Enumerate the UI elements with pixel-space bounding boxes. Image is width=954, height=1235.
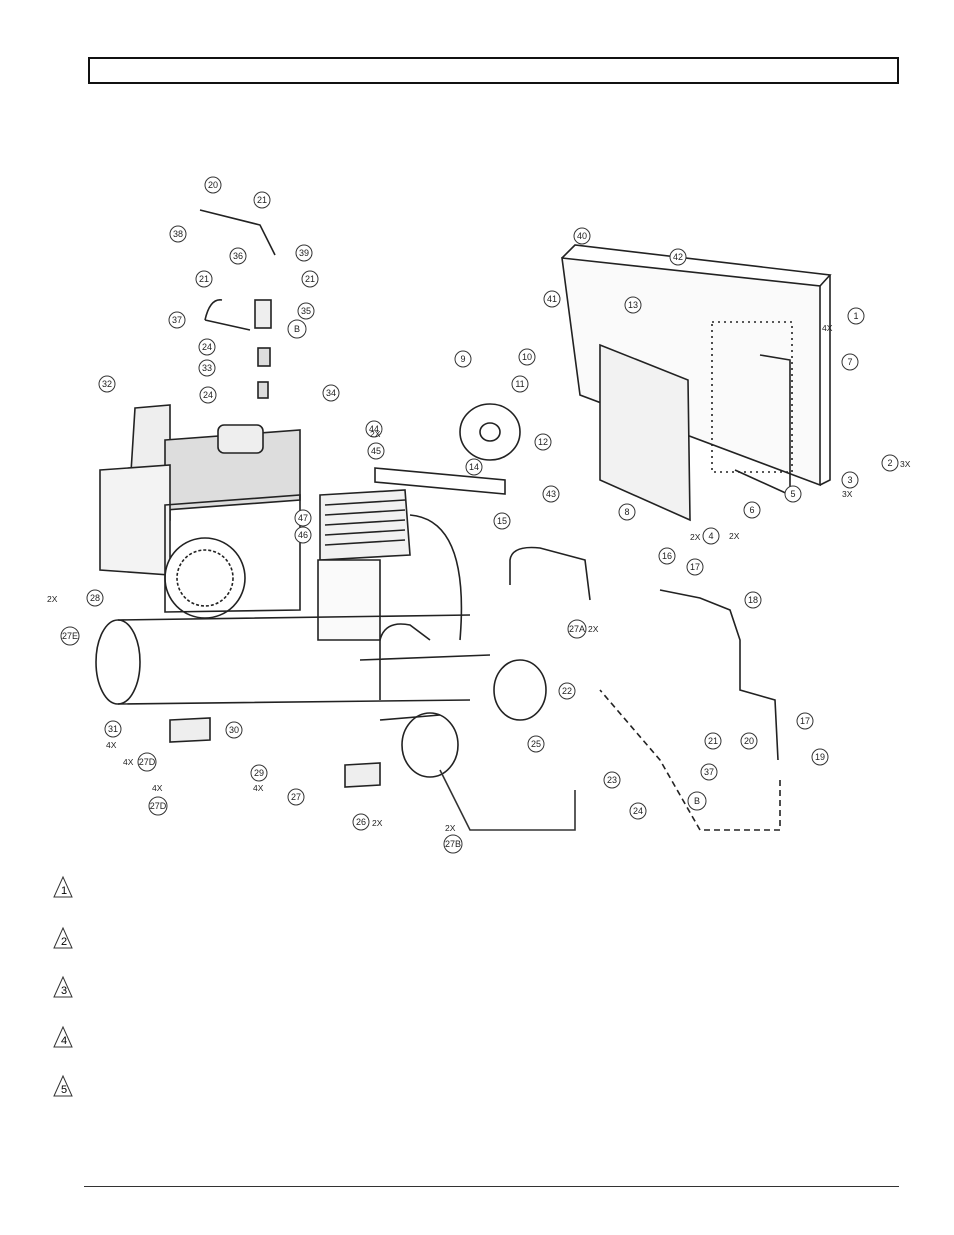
callout-15: 15 bbox=[497, 516, 507, 526]
note-symbol: 1 bbox=[61, 885, 67, 897]
callout-25: 25 bbox=[531, 739, 541, 749]
callout-44: 44 bbox=[369, 424, 379, 434]
callout-36: 36 bbox=[233, 251, 243, 261]
callout-37: 37 bbox=[172, 315, 182, 325]
callout-28: 28 bbox=[90, 593, 100, 603]
callout-32: 32 bbox=[102, 379, 112, 389]
callout-4: 4 bbox=[708, 531, 713, 541]
callout-40: 40 bbox=[577, 231, 587, 241]
qty-31: 4X bbox=[106, 740, 117, 750]
note-symbol: 2 bbox=[61, 936, 67, 948]
callout-13: 13 bbox=[628, 300, 638, 310]
callout-9: 9 bbox=[460, 354, 465, 364]
callout-16: 16 bbox=[662, 551, 672, 561]
note-symbol: 5 bbox=[61, 1084, 67, 1096]
callout-26: 26 bbox=[356, 817, 366, 827]
callout-41: 41 bbox=[547, 294, 557, 304]
callout-24b: 24 bbox=[203, 390, 213, 400]
callout-8: 8 bbox=[624, 507, 629, 517]
callout-7: 7 bbox=[847, 357, 852, 367]
note-row-1: 1 bbox=[50, 875, 80, 901]
callout-3: 3 bbox=[847, 475, 852, 485]
qty-27d: 4X bbox=[123, 757, 134, 767]
callout-14: 14 bbox=[469, 462, 479, 472]
callout-23: 23 bbox=[607, 775, 617, 785]
callout-27a: 27A bbox=[569, 624, 585, 634]
qty-27a: 2X bbox=[588, 624, 599, 634]
callout-39: 39 bbox=[299, 248, 309, 258]
note-symbol: 4 bbox=[61, 1035, 67, 1047]
qty-28: 2X bbox=[47, 594, 58, 604]
qty-27b: 2X bbox=[445, 823, 456, 833]
callout-22: 22 bbox=[562, 686, 572, 696]
callout-38: 38 bbox=[173, 229, 183, 239]
callout-17b: 17 bbox=[800, 716, 810, 726]
callout-21: 21 bbox=[257, 195, 267, 205]
callout-37b: 37 bbox=[704, 767, 714, 777]
callout-47: 47 bbox=[298, 513, 308, 523]
exploded-parts-diagram: 20 21 38 39 36 21 21 35 37 24 33 34 24 3… bbox=[47, 176, 911, 854]
qty-2: 3X bbox=[900, 459, 911, 469]
callout-20b: 20 bbox=[744, 736, 754, 746]
qty-1: 4X bbox=[822, 323, 833, 333]
callout-12: 12 bbox=[538, 437, 548, 447]
callout-27d: 27D bbox=[139, 757, 156, 767]
callout-27e: 27E bbox=[62, 631, 78, 641]
callout-43: 43 bbox=[546, 489, 556, 499]
note-row-2: 2 bbox=[50, 926, 80, 952]
callout-10: 10 bbox=[522, 352, 532, 362]
warning-triangle-icon: 2 bbox=[53, 926, 73, 949]
callout-17: 17 bbox=[690, 562, 700, 572]
callout-27d-b: 27D bbox=[150, 801, 167, 811]
callout-2: 2 bbox=[887, 458, 892, 468]
callout-6: 6 bbox=[749, 505, 754, 515]
note-symbol: 3 bbox=[61, 985, 67, 997]
note-row-3: 3 bbox=[50, 975, 80, 1001]
callout-34: 34 bbox=[326, 388, 336, 398]
callout-27: 27 bbox=[291, 792, 301, 802]
callout-5: 5 bbox=[790, 489, 795, 499]
callout-24c: 24 bbox=[633, 806, 643, 816]
callout-b-top: B bbox=[294, 324, 300, 334]
machine-drawing bbox=[95, 209, 832, 831]
callout-21c: 21 bbox=[305, 274, 315, 284]
qty-27d-b: 4X bbox=[152, 783, 163, 793]
callout-b: B bbox=[694, 796, 700, 806]
callout-19: 19 bbox=[815, 752, 825, 762]
callout-1: 1 bbox=[853, 311, 858, 321]
qty-3: 3X bbox=[842, 489, 853, 499]
callout-labels: 20 21 38 39 36 21 21 35 37 24 33 34 24 3… bbox=[60, 176, 899, 854]
header-title-box bbox=[88, 57, 899, 84]
qty-26: 2X bbox=[372, 818, 383, 828]
note-row-4: 4 bbox=[50, 1025, 80, 1051]
callout-27b: 27B bbox=[445, 839, 461, 849]
callout-46: 46 bbox=[298, 530, 308, 540]
warning-triangle-icon: 4 bbox=[53, 1025, 73, 1048]
callout-29: 29 bbox=[254, 768, 264, 778]
footer-divider bbox=[84, 1186, 899, 1187]
callout-42: 42 bbox=[673, 252, 683, 262]
qty-6: 2X bbox=[729, 531, 740, 541]
qty-4: 2X bbox=[690, 532, 701, 542]
callout-33: 33 bbox=[202, 363, 212, 373]
qty-29: 4X bbox=[253, 783, 264, 793]
callout-21b: 21 bbox=[199, 274, 209, 284]
callout-45: 45 bbox=[371, 446, 381, 456]
warning-triangle-icon: 5 bbox=[53, 1074, 73, 1097]
callout-18: 18 bbox=[748, 595, 758, 605]
callout-24: 24 bbox=[202, 342, 212, 352]
note-row-5: 5 bbox=[50, 1074, 80, 1100]
qty-44: 2X bbox=[370, 429, 381, 439]
callout-30: 30 bbox=[229, 725, 239, 735]
warning-triangle-icon: 1 bbox=[53, 875, 73, 898]
callout-35: 35 bbox=[301, 306, 311, 316]
warning-triangle-icon: 3 bbox=[53, 975, 73, 998]
callout-31: 31 bbox=[108, 724, 118, 734]
callout-21d: 21 bbox=[708, 736, 718, 746]
callout-11: 11 bbox=[515, 379, 524, 389]
quantity-labels: 2X 4X 2X 2X 3X 3X 2X 2X 4X 4X 4X 2X 4X 2… bbox=[47, 323, 911, 833]
callout-20: 20 bbox=[208, 180, 218, 190]
